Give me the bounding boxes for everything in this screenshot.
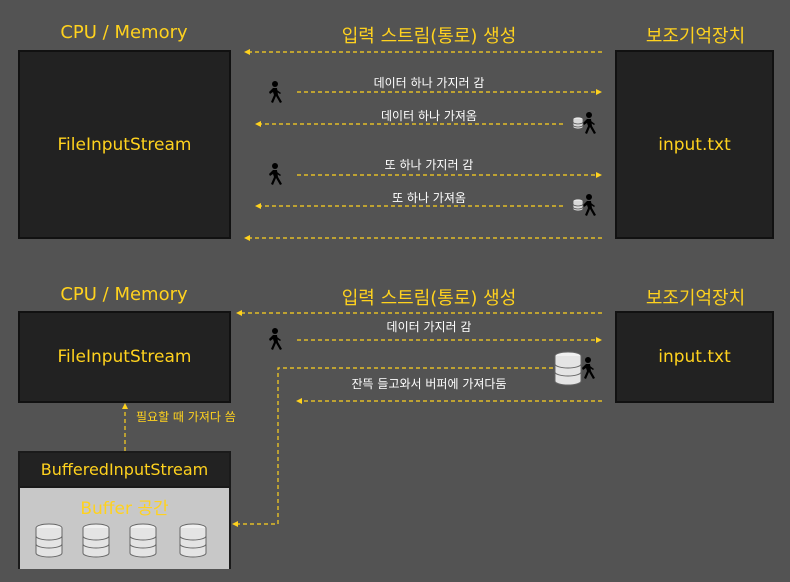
walking-person-with-data-icon [572,194,596,216]
bottom-stream-header: 입력 스트림(통로) 생성 [341,288,517,309]
top-arrow-label-1: 데이터 하나 가지러 감 [373,76,485,90]
top-input-txt-box: input.txt [615,50,774,239]
walking-person-icon [269,328,282,350]
bottom-input-txt-box: input.txt [615,311,774,403]
buffer-database-icon [179,523,207,558]
on-demand-label: 필요할 때 가져다 씀 [136,410,236,424]
bottom-file-input-stream-label: FileInputStream [57,347,192,367]
top-file-input-stream-label: FileInputStream [57,134,192,155]
buffered-input-stream-title: BufferedInputStream [20,453,229,488]
buffer-database-icon [35,523,63,558]
bottom-return-label: 잔뜩 들고와서 버퍼에 가져다둠 [351,377,507,391]
top-arrow-label-4: 또 하나 가져옴 [392,191,466,205]
top-arrow-label-3: 또 하나 가지러 감 [384,158,474,172]
walking-person-with-data-icon [572,112,596,134]
buffer-database-icon [82,523,110,558]
buffer-return-arrow [238,367,553,525]
top-storage-header: 보조기억장치 [645,26,746,47]
walking-person-icon [269,163,282,185]
walking-person-with-data-icon [554,351,595,386]
buffer-database-icon [129,523,157,558]
bottom-storage-header: 보조기억장치 [645,288,746,309]
bottom-input-txt-label: input.txt [658,347,731,367]
bottom-fetch-label: 데이터 가지러 감 [386,320,472,334]
top-file-input-stream-box: FileInputStream [18,50,231,239]
bottom-cpu-memory-header: CPU / Memory [60,284,188,305]
top-stream-header: 입력 스트림(통로) 생성 [341,26,517,47]
buffer-title: Buffer 공간 [80,499,169,519]
top-cpu-memory-header: CPU / Memory [60,22,188,43]
top-input-txt-label: input.txt [658,134,731,155]
bottom-file-input-stream-box: FileInputStream [18,311,231,403]
buffered-input-stream-label: BufferedInputStream [40,460,209,479]
walking-person-icon [269,81,282,103]
top-arrow-label-2: 데이터 하나 가져옴 [381,109,477,123]
